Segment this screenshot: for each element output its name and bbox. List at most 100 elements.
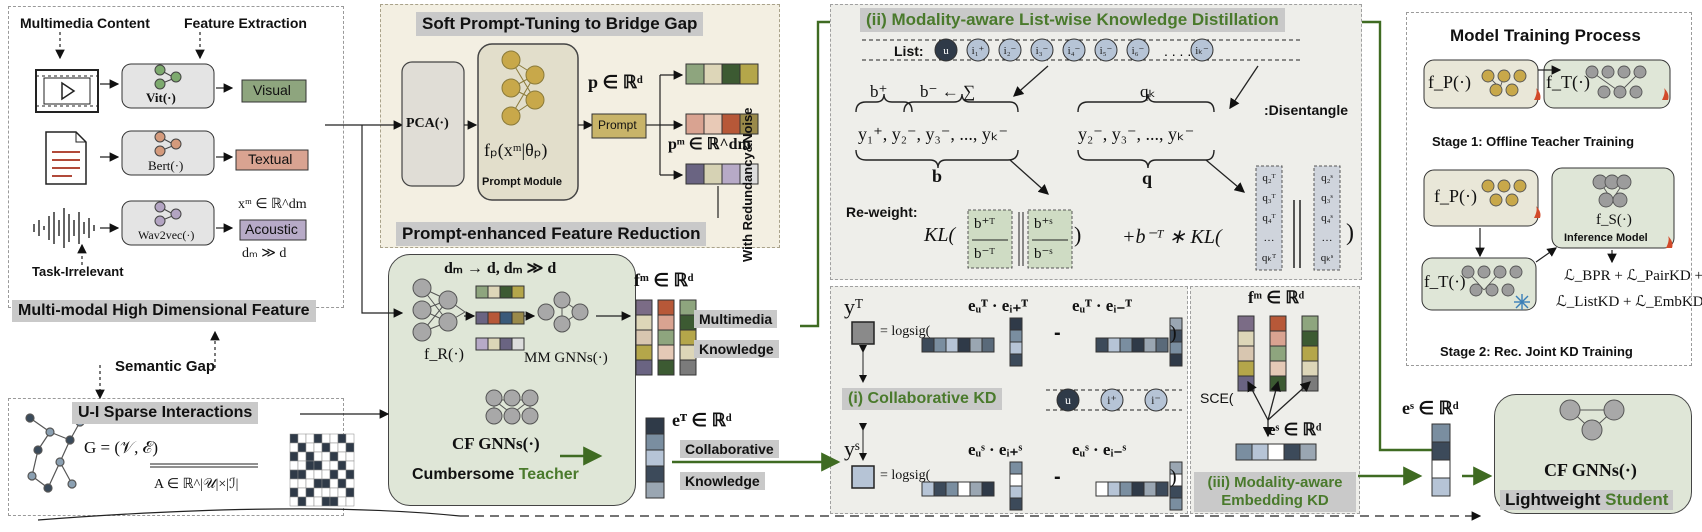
matrix-cell <box>289 433 299 444</box>
student-cf-gnns: CF GNNs(·) <box>1544 460 1637 480</box>
reduce-formula: dₘ → d, dₘ ≫ d <box>444 260 557 277</box>
matrix-cell <box>313 433 323 444</box>
b-label: b <box>932 166 943 186</box>
matrix-cell <box>321 487 331 498</box>
eT-neg-u-cell <box>1107 337 1121 353</box>
emb-fm-cell <box>1301 345 1319 362</box>
list-item-label: i₂⁻ <box>1004 45 1017 57</box>
visual-vector-cell <box>499 285 513 299</box>
yS-square <box>851 465 875 489</box>
eS-student-cell <box>1431 423 1451 443</box>
eS-pos-cell <box>1009 485 1023 499</box>
qT-dashed-box <box>1255 165 1283 271</box>
q-entry: q₃ˢ <box>1321 192 1333 204</box>
prompt-chip <box>591 113 647 139</box>
emb-title: (iii) Modality-aware Embedding KD <box>1194 472 1356 512</box>
p-formula: p ∈ ℝᵈ <box>588 72 643 92</box>
emb-fm-cell <box>1301 315 1319 332</box>
matrix-cell <box>329 460 339 471</box>
matrix-cell <box>305 487 315 498</box>
textual-vector-cell <box>475 311 489 325</box>
minus-sign-T: - <box>1054 322 1061 344</box>
xm-formula: xᵐ ∈ ℝ^dm <box>238 197 307 212</box>
q-entry: qₖˢ <box>1320 252 1334 264</box>
eT-vector-cell <box>645 465 665 483</box>
student-label-2: Student <box>1605 490 1669 509</box>
matrix-cell <box>289 469 299 480</box>
eS-neg-cell <box>1169 497 1183 511</box>
textual-vector-cell <box>511 311 525 325</box>
acoustic-vector-cell <box>739 163 759 185</box>
matrix-cell <box>337 433 347 444</box>
acoustic-vector-cell <box>511 337 525 351</box>
list-item-label: i₅⁻ <box>1100 45 1113 57</box>
qk-label: qₖ <box>1140 82 1156 101</box>
semantic-gap-label: Semantic Gap <box>115 358 216 375</box>
training-nodes <box>1461 65 1647 297</box>
emb-fm-cell <box>1237 345 1255 362</box>
list-item-chip <box>998 38 1022 62</box>
student-label-1: Lightweight <box>1505 490 1601 509</box>
visual-vector-cell <box>685 63 705 85</box>
fr-label: f_R(·) <box>424 346 464 363</box>
knowledge2-label: Knowledge <box>680 472 765 490</box>
yT-label: yᵀ <box>844 294 863 319</box>
matrix-cell <box>337 460 347 471</box>
matrix-cell <box>321 442 331 453</box>
matrix-cell <box>345 460 355 471</box>
matrix-formula: A ∈ ℝ^|𝒰|×|ℐ| <box>154 477 239 492</box>
q-entry: q₃ᵀ <box>1262 192 1276 204</box>
eS-student-vector <box>1431 423 1451 497</box>
eS-u-cell <box>933 481 947 497</box>
matrix-cell <box>305 469 315 480</box>
matrix-cell <box>313 487 323 498</box>
matrix-cell <box>289 496 299 507</box>
emb-eS-cell <box>1299 443 1317 461</box>
close-paren-T: ) <box>1170 322 1177 344</box>
matrix-cell <box>297 433 307 444</box>
fm-vector-cell <box>657 359 675 376</box>
fm-vector-cell <box>657 299 675 316</box>
acoustic-vector-cell <box>475 337 489 351</box>
video-icon <box>35 69 99 113</box>
fS-box <box>1551 167 1675 249</box>
student-network <box>1559 399 1625 441</box>
matrix-cell <box>297 487 307 498</box>
matrix-cell <box>313 460 323 471</box>
q-entry: … <box>1263 232 1275 244</box>
b-minus: b⁻ ← ∑ <box>920 82 976 101</box>
eS-pos-cell <box>1009 461 1023 475</box>
fm-vector-cell <box>635 359 653 376</box>
logsig-T: = logsig( <box>880 324 931 339</box>
matrix-cell <box>313 442 323 453</box>
bert-label: Bert(·) <box>148 158 184 173</box>
graph-formula: G = (𝒱, ℰ) <box>84 438 159 457</box>
list-item-label: i₁⁺ <box>972 45 985 57</box>
eS-neg-u-cell <box>1131 481 1145 497</box>
matrix-cell <box>345 442 355 453</box>
visual-vector-cell <box>739 63 759 85</box>
bT-minus: b⁻ᵀ <box>974 246 995 262</box>
list-item-chip <box>966 38 990 62</box>
textual-vector-cell <box>739 113 759 135</box>
matrix-cell <box>321 451 331 462</box>
side-label: With Redundancy&Noise <box>740 107 755 262</box>
collab-chip <box>1100 388 1124 412</box>
textual-chip <box>235 149 309 171</box>
matrix-cell <box>329 433 339 444</box>
cf-gnn-teacher <box>485 389 539 425</box>
eT-neg-u-cell <box>1143 337 1157 353</box>
pca-box <box>401 61 465 187</box>
matrix-cell <box>337 442 347 453</box>
eT-neg-cell <box>1169 353 1183 367</box>
list-label: List: <box>894 43 924 59</box>
list-item-label: i₃⁻ <box>1036 45 1049 57</box>
logsig-S: = logsig( <box>880 468 931 483</box>
bS-plus: b⁺ˢ <box>1034 216 1053 232</box>
emb-fm-cell <box>1237 315 1255 332</box>
eS-u-cell <box>945 481 959 497</box>
list-item-label: iₖ⁻ <box>1195 45 1209 57</box>
training-panel <box>1406 12 1692 366</box>
visual-chip <box>241 79 307 103</box>
